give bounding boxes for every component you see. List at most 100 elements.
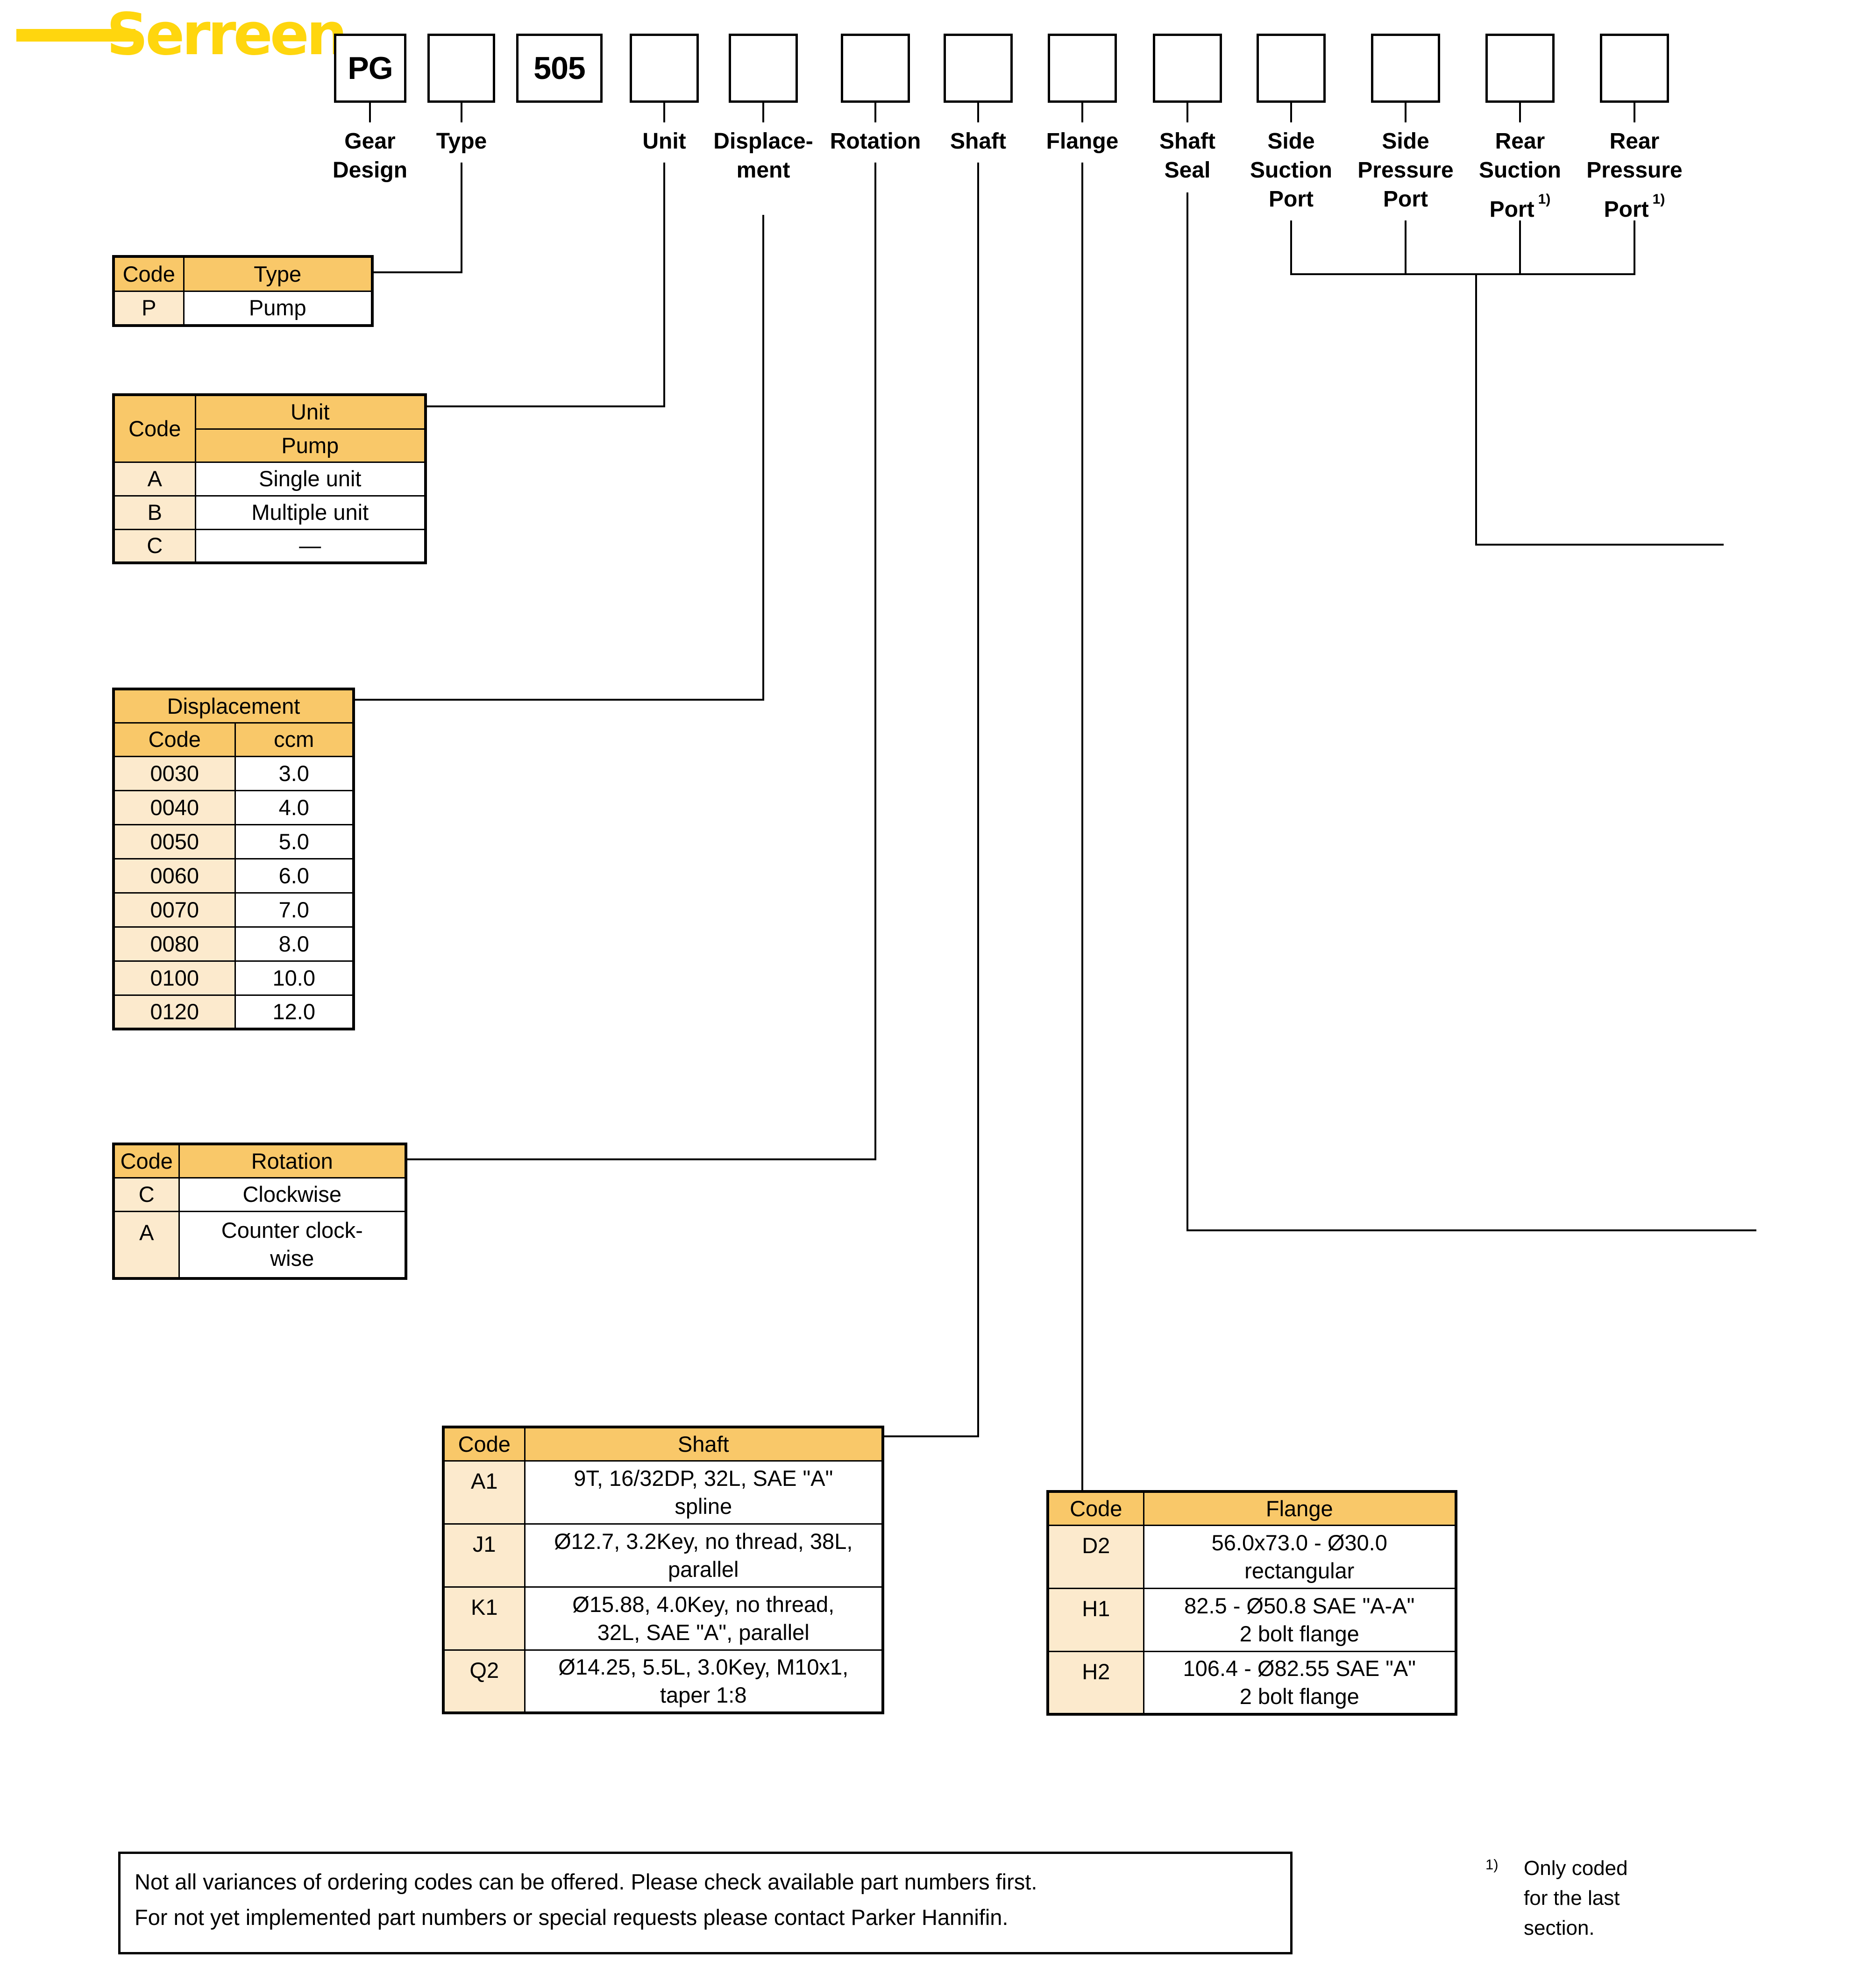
code-box-shaft-seal <box>1153 34 1222 103</box>
code-box-gear-design: PG <box>334 34 406 103</box>
connector-displacement-horizontal <box>355 699 764 701</box>
code-cell: 0070 <box>113 892 236 928</box>
code-cell: P <box>113 290 185 327</box>
table-row: B Multiple unit <box>113 495 426 530</box>
connector-rear-pressure-stub <box>1634 220 1635 275</box>
table-row: H1 82.5 - Ø50.8 SAE "A-A" 2 bolt flange <box>1047 1587 1457 1652</box>
type-table: Code Type P Pump <box>112 255 374 327</box>
value-cell: 4.0 <box>234 789 355 825</box>
stub-shaft-seal <box>1186 103 1188 122</box>
value-cell: 82.5 - Ø50.8 SAE "A-A" 2 bolt flange <box>1143 1587 1457 1652</box>
value-cell: 9T, 16/32DP, 32L, SAE "A" spline <box>524 1460 884 1525</box>
code-cell: B <box>113 495 196 530</box>
box-label-type: Type <box>436 129 487 154</box>
code-box-displacement <box>729 34 798 103</box>
code-cell: H1 <box>1047 1587 1144 1652</box>
code-box-rotation <box>841 34 910 103</box>
code-cell: A1 <box>442 1460 526 1525</box>
table-row: J1 Ø12.7, 3.2Key, no thread, 38L, parall… <box>442 1523 884 1588</box>
table-row: A1 9T, 16/32DP, 32L, SAE "A" spline <box>442 1460 884 1525</box>
value-cell: Clockwise <box>178 1177 407 1212</box>
footnote: 1) Only coded for the last section. <box>1485 1853 1700 1943</box>
connector-rotation-horizontal <box>407 1158 876 1160</box>
table-row: P Pump <box>113 290 373 327</box>
stub-type <box>461 103 462 122</box>
logo-bar <box>16 29 135 42</box>
flange-table: Code Flange D2 56.0x73.0 - Ø30.0 rectang… <box>1046 1490 1457 1716</box>
column-header: Type <box>183 256 373 292</box>
code-cell: H2 <box>1047 1650 1144 1715</box>
value-cell: 10.0 <box>234 960 355 996</box>
code-cell: 0120 <box>113 994 236 1030</box>
code-cell: A <box>113 461 196 497</box>
code-box-value: PG <box>348 50 393 86</box>
column-header: Code <box>1047 1491 1144 1526</box>
column-header: Code <box>113 256 185 292</box>
connector-side-suction-stub <box>1290 220 1292 275</box>
code-box-series: 505 <box>516 34 603 103</box>
connector-side-pressure-stub <box>1405 220 1406 275</box>
stub-displacement <box>762 103 764 122</box>
box-label-side-suction-port: Side Suction Port <box>1250 129 1332 212</box>
box-label-shaft: Shaft <box>950 129 1006 154</box>
column-header: Code <box>113 394 196 463</box>
code-cell: D2 <box>1047 1524 1144 1589</box>
connector-rear-suction-stub <box>1519 220 1521 275</box>
code-cell: 0040 <box>113 789 236 825</box>
footnote-marker: 1) <box>1652 192 1665 207</box>
value-cell: 3.0 <box>234 755 355 791</box>
stub-gear-design <box>369 103 371 122</box>
box-label-side-pressure-port: Side Pressure Port <box>1357 129 1454 212</box>
code-cell: C <box>113 528 196 564</box>
value-cell: Ø15.88, 4.0Key, no thread, 32L, SAE "A",… <box>524 1586 884 1651</box>
code-cell: Q2 <box>442 1649 526 1714</box>
column-header: Rotation <box>178 1143 407 1179</box>
stub-side-suction-port <box>1290 103 1292 122</box>
code-box-flange <box>1048 34 1117 103</box>
stub-shaft <box>977 103 979 122</box>
stub-unit <box>663 103 665 122</box>
connector-shaft-seal-horizontal <box>1186 1229 1756 1231</box>
table-row: Q2 Ø14.25, 5.5L, 3.0Key, M10x1, taper 1:… <box>442 1649 884 1714</box>
column-header: Shaft <box>524 1426 884 1462</box>
ports-bracket-horizontal <box>1290 273 1635 275</box>
stub-flange <box>1081 103 1083 122</box>
code-box-rear-suction-port <box>1485 34 1555 103</box>
code-box-side-suction-port <box>1257 34 1326 103</box>
ports-drop-vertical <box>1475 273 1477 546</box>
box-label-shaft-seal: Shaft Seal <box>1159 129 1215 183</box>
value-cell: Ø14.25, 5.5L, 3.0Key, M10x1, taper 1:8 <box>524 1649 884 1714</box>
value-cell: Counter clock- wise <box>178 1210 407 1279</box>
footnote-text: Only coded for the last section. <box>1524 1857 1628 1939</box>
code-box-value: 505 <box>533 50 585 86</box>
table-title: Displacement <box>113 688 355 724</box>
label-text: Rear Suction Port <box>1479 129 1561 222</box>
code-cell: C <box>113 1177 180 1212</box>
column-header: Code <box>113 722 236 757</box>
stub-rotation <box>874 103 876 122</box>
stub-rear-pressure-port <box>1634 103 1635 122</box>
code-box-shaft <box>944 34 1013 103</box>
table-row: C Clockwise <box>113 1177 407 1212</box>
unit-table: Code Unit Pump A Single unit B Multiple … <box>112 393 427 564</box>
label-text: Rear Pressure Port <box>1586 129 1683 222</box>
box-label-rotation: Rotation <box>830 129 921 154</box>
shaft-table: Code Shaft A1 9T, 16/32DP, 32L, SAE "A" … <box>442 1426 884 1714</box>
connector-type-vertical <box>461 163 462 272</box>
ports-out-horizontal <box>1475 544 1724 546</box>
value-cell: 106.4 - Ø82.55 SAE "A" 2 bolt flange <box>1143 1650 1457 1715</box>
code-box-type <box>427 34 495 103</box>
stub-side-pressure-port <box>1405 103 1406 122</box>
column-header: Code <box>113 1143 180 1179</box>
code-cell: 0100 <box>113 960 236 996</box>
